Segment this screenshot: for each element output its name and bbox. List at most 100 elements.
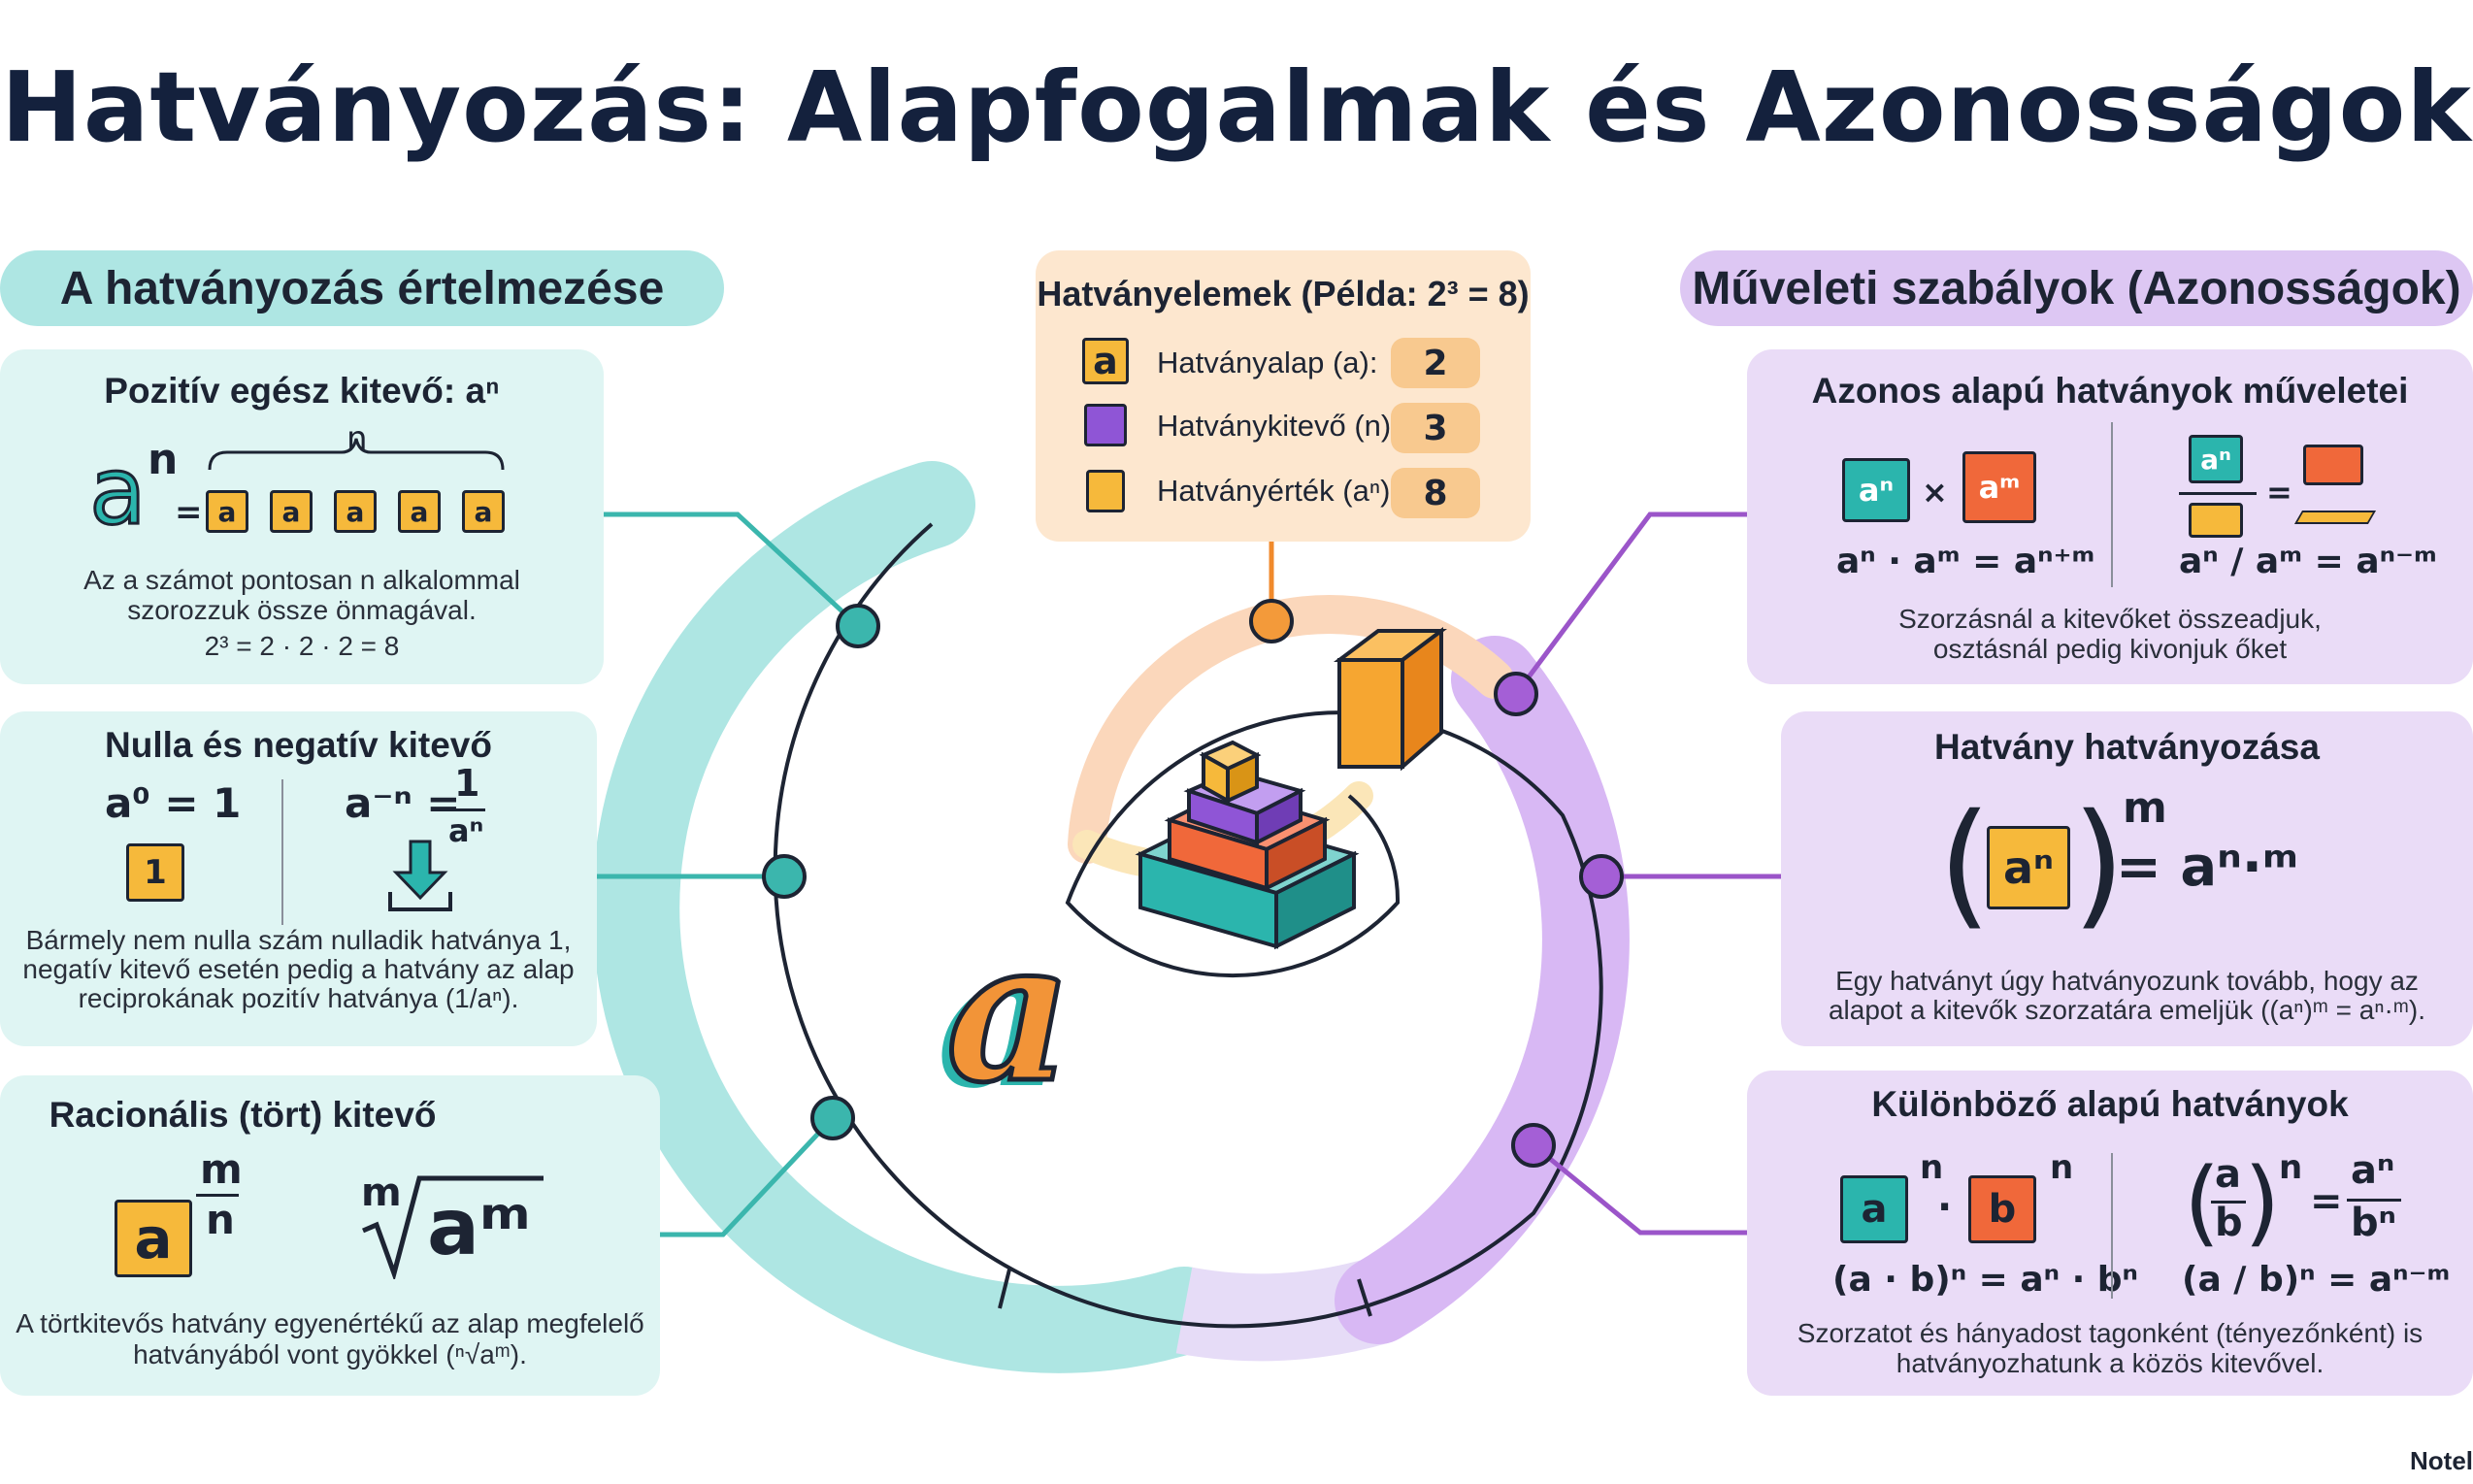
card-desc-line: Szorzatot és hányadost tagonként (tényez…	[1797, 1318, 2424, 1348]
cube-a-icon: a	[334, 490, 377, 533]
equals-sign: =	[175, 493, 203, 532]
card-desc-line: reciprokának pozitív hatványa (1/aⁿ).	[78, 983, 519, 1013]
node-6	[1511, 1123, 1556, 1168]
card-positive-exponent: Pozitív egész kitevő: aⁿ a n = n a a a a…	[0, 349, 604, 684]
cube-a-icon: a	[206, 490, 248, 533]
div-formula: (a / b)ⁿ = aⁿ⁻ᵐ	[2182, 1260, 2451, 1300]
neg-num: 1	[454, 762, 480, 805]
exponent-value: 3	[1391, 403, 1480, 453]
mult-formula: (a · b)ⁿ = aⁿ · bⁿ	[1832, 1260, 2138, 1300]
spiral-line	[773, 522, 1603, 1329]
card-desc-line: alapot a kitevők szorzatára emeljük ((aⁿ…	[1828, 995, 2426, 1025]
exp-n: n	[1920, 1148, 1944, 1187]
base-cube-icon: a	[1082, 338, 1129, 384]
node-2	[762, 854, 807, 899]
cube-a-icon: a	[270, 490, 313, 533]
footer-logo: Notel	[2410, 1446, 2473, 1475]
card-rational-exponent: Racionális (tört) kitevő a m n m aᵐ A tö…	[0, 1075, 660, 1396]
divider	[2111, 422, 2113, 587]
left-section-header: A hatványozás értelmezése	[0, 250, 724, 326]
base-label: Hatványalap (a):	[1157, 346, 1378, 379]
cube-an-icon: aⁿ	[2189, 435, 2243, 483]
center-letter-a-icon: a	[944, 896, 1075, 1129]
download-arrow-icon	[388, 840, 452, 911]
exponent-label: Hatványkitevő (n):	[1157, 409, 1400, 443]
power-elements-title: Hatványelemek (Példa: 2³ = 8)	[1037, 274, 1530, 313]
node-5	[1579, 854, 1624, 899]
card-desc-line: Egy hatványt úgy hatványozunk tovább, ho…	[1835, 966, 2419, 996]
cube-a-icon: a	[115, 1200, 192, 1277]
frac-a: a	[2215, 1152, 2241, 1197]
right-paren: )	[2072, 785, 2126, 943]
node-1	[836, 604, 880, 648]
zero-formula: a⁰ = 1	[105, 779, 242, 827]
frac-num: m	[200, 1145, 243, 1193]
purple-arc	[1335, 636, 1630, 1344]
cube-am-icon: aᵐ	[1962, 451, 2036, 523]
div-equals: =	[2266, 474, 2292, 511]
base-symbol: a	[88, 436, 148, 547]
root-index: m	[361, 1171, 402, 1215]
cube-a-icon: a	[1840, 1175, 1908, 1243]
dot-sign: ·	[1937, 1185, 1953, 1230]
value-label: Hatványérték (aⁿ):	[1157, 474, 1400, 508]
cube-a-icon: a	[462, 490, 505, 533]
left-paren: (	[1938, 785, 1992, 943]
card-title: Hatvány hatványozása	[1934, 727, 2320, 767]
div-formula: aⁿ / aᵐ = aⁿ⁻ᵐ	[2179, 542, 2437, 581]
orange-cube-icon	[1334, 627, 1447, 772]
cube-an-icon: aⁿ	[1987, 826, 2070, 909]
card-same-base-operations: Azonos alapú hatványok műveletei aⁿ × aᵐ…	[1747, 349, 2473, 684]
exp-symbol: n	[148, 435, 179, 484]
right-paren: )	[2244, 1148, 2281, 1257]
cube-result-icon	[2303, 445, 2363, 485]
exponent-cube-icon	[1084, 404, 1127, 446]
power-elements-box: Hatványelemek (Példa: 2³ = 8) a Hatványa…	[1036, 250, 1531, 542]
cube-b-icon: b	[1968, 1175, 2036, 1243]
card-power-of-power: Hatvány hatványozása ( aⁿ ) m = aⁿ·ᵐ Egy…	[1781, 711, 2473, 1046]
card-different-base: Különböző alapú hatványok a n · b n (a ·…	[1747, 1071, 2473, 1396]
power-rhs: = aⁿ·ᵐ	[2116, 836, 2299, 899]
node-3	[810, 1096, 855, 1140]
card-desc-line: szorozzuk össze önmagával.	[127, 595, 477, 625]
frac-den: n	[206, 1196, 235, 1243]
divider	[2111, 1153, 2113, 1299]
card-title: Pozitív egész kitevő: aⁿ	[104, 371, 500, 411]
card-desc-line: A törtkitevős hatvány egyenértékű az ala…	[16, 1308, 644, 1338]
mult-formula: aⁿ · aᵐ = aⁿ⁺ᵐ	[1836, 542, 2095, 581]
divider	[281, 779, 283, 925]
brace-icon	[208, 438, 505, 471]
card-desc-line: negatív kitevő esetén pedig a hatvány az…	[22, 954, 575, 984]
cube-an-icon: aⁿ	[1842, 458, 1910, 522]
right-section-header: Műveleti szabályok (Azonosságok)	[1680, 250, 2473, 326]
card-desc-line: osztásnál pedig kivonjuk őket	[1932, 634, 2288, 664]
cube-denominator-icon	[2189, 503, 2243, 538]
exp-n: n	[2050, 1148, 2074, 1187]
page-title: Hatványozás: Alapfogalmak és Azonosságok	[1, 50, 2472, 164]
frac-b: b	[2215, 1201, 2243, 1245]
card-desc-line: hatványozhatunk a közös kitevővel.	[1896, 1348, 2325, 1378]
exp-n: n	[2279, 1148, 2303, 1187]
card-zero-negative-exponent: Nulla és negatív kitevő a⁰ = 1 1 a⁻ⁿ = 1…	[0, 711, 597, 1046]
neg-lhs: a⁻ⁿ =	[345, 779, 461, 827]
card-desc-line: Szorzásnál a kitevőket összeadjuk,	[1898, 604, 2322, 634]
card-title: Azonos alapú hatványok műveletei	[1811, 371, 2409, 411]
root-body: aᵐ	[427, 1182, 532, 1272]
card-title: Különböző alapú hatványok	[1871, 1084, 2349, 1124]
card-desc-line: Bármely nem nulla szám nulladik hatványa…	[25, 925, 572, 955]
card-example: 2³ = 2 · 2 · 2 = 8	[204, 631, 400, 661]
cube-one-icon: 1	[126, 843, 184, 902]
frac-rhs-den: bⁿ	[2351, 1201, 2396, 1245]
neg-den: aⁿ	[448, 812, 484, 849]
value-cube-icon	[1086, 470, 1125, 512]
equals-sign: =	[2310, 1179, 2343, 1224]
value-value: 8	[1391, 468, 1480, 518]
teal-arc	[592, 461, 1228, 1373]
pyramid-icon	[1135, 740, 1360, 950]
card-title: Racionális (tört) kitevő	[49, 1095, 437, 1135]
cube-a-icon: a	[398, 490, 441, 533]
root-sign-icon	[362, 1175, 544, 1279]
base-value: 2	[1391, 338, 1480, 388]
node-top	[1249, 599, 1294, 643]
